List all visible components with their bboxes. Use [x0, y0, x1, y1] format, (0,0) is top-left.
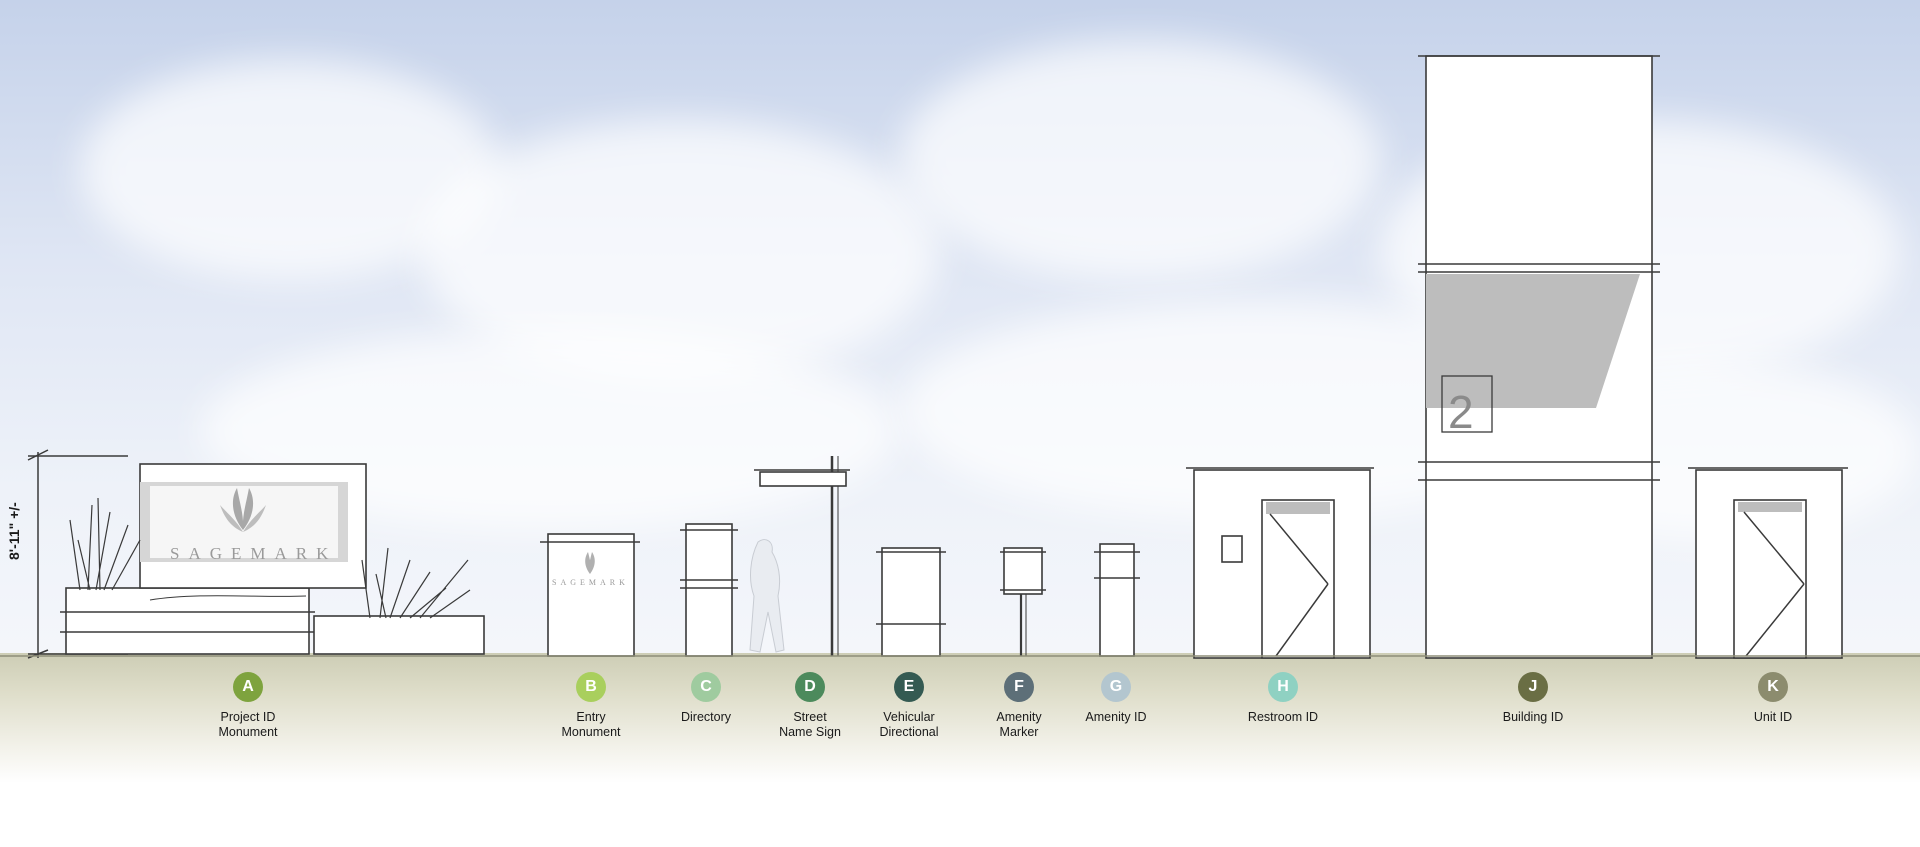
sign-label-j: J Building ID [1473, 672, 1593, 725]
sign-e-vehicular-directional [876, 547, 946, 657]
monument-logo-text: SAGEMARK [170, 544, 338, 563]
sign-label-k: K Unit ID [1713, 672, 1833, 725]
sign-caption: Amenity ID [1056, 710, 1176, 725]
sign-badge: C [691, 672, 721, 702]
sign-badge: K [1758, 672, 1788, 702]
sign-caption-line: Unit ID [1753, 710, 1793, 724]
sign-caption-line: Amenity ID [1085, 710, 1147, 724]
sign-g-amenity-id [1094, 543, 1140, 657]
sign-badge: E [894, 672, 924, 702]
sign-caption-line: Directional [879, 725, 939, 739]
sign-caption-line: Building ID [1502, 710, 1564, 724]
sign-badge: B [576, 672, 606, 702]
sign-k-unit-id [1688, 467, 1848, 659]
sign-j-building-id [1418, 55, 1660, 659]
sign-caption: Restroom ID [1223, 710, 1343, 725]
sign-caption-line: Marker [999, 725, 1039, 739]
sign-b-entry-monument [540, 533, 640, 657]
sign-caption-line: Entry [576, 710, 606, 724]
sign-caption-line: Street [793, 710, 827, 724]
sign-badge: J [1518, 672, 1548, 702]
sign-label-g: G Amenity ID [1056, 672, 1176, 725]
sign-d-street-name-sign [754, 456, 850, 656]
sign-badge: F [1004, 672, 1034, 702]
sign-caption-line: Name Sign [779, 725, 841, 739]
sign-f-amenity-marker [1000, 547, 1046, 656]
sign-caption-line: Monument [218, 725, 278, 739]
sign-badge: D [795, 672, 825, 702]
sign-label-c: C Directory [646, 672, 766, 725]
sign-caption-line: Directory [680, 710, 731, 724]
entry-logo-text: SAGEMARK [552, 578, 629, 587]
height-dimension-label: 8'-11" +/- [6, 502, 22, 560]
sign-caption-line: Project ID [220, 710, 276, 724]
sign-c-directory [680, 523, 785, 657]
ground-strip [0, 653, 1920, 783]
sign-badge: A [233, 672, 263, 702]
sign-caption: Building ID [1473, 710, 1593, 725]
sign-caption: Directory [646, 710, 766, 725]
sign-caption-line: Restroom ID [1247, 710, 1319, 724]
sign-caption: Unit ID [1713, 710, 1833, 725]
sign-h-restroom-id [1186, 467, 1374, 659]
sign-caption-line: Amenity [996, 710, 1042, 724]
sign-a-project-id-monument [60, 463, 485, 655]
sign-badge: H [1268, 672, 1298, 702]
sign-caption-line: Vehicular [883, 710, 935, 724]
sign-badge: G [1101, 672, 1131, 702]
sign-caption-line: Monument [561, 725, 621, 739]
sign-label-h: H Restroom ID [1223, 672, 1343, 725]
building-number: 2 [1448, 386, 1474, 438]
